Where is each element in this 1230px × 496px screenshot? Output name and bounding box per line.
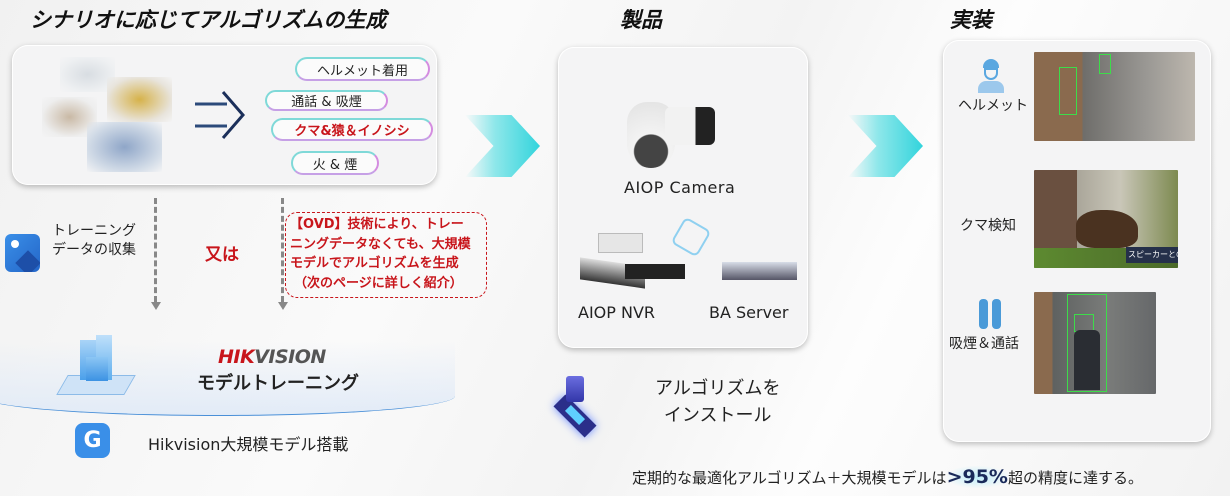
large-model-label: Hikvision大規模モデル搭載 [148,435,349,454]
helmet-detection-photo [1034,52,1195,141]
accuracy-suffix: 超の精度に達する。 [1007,469,1143,487]
large-model-icon: G [75,423,110,458]
server-image [722,262,797,280]
smoking-calling-icon [977,295,1003,331]
deploy-label-helmet: ヘルメット [958,98,1028,114]
ovd-line: ニングデータなくても、大規模 [290,236,471,252]
detection-box [1067,294,1107,392]
scenario-photos [42,57,177,175]
helmet-worker-icon [976,59,1006,93]
tag-call-smoke: 通話 & 吸煙 [265,90,388,111]
dashed-connector [154,198,157,302]
bear-image [1076,210,1138,248]
ovd-line: 【OVD】技術により、トレー [290,217,464,232]
logo-hik: HIK [218,346,255,368]
dashed-connector [281,198,284,302]
hikvision-logo: HIKVISION [218,346,326,368]
tag-helmet: ヘルメット着用 [295,57,430,81]
chevron-right-icon [848,115,923,177]
training-data-label-line: データの収集 [52,242,136,258]
detection-box [1059,67,1077,115]
install-label-line: アルゴリズムを [655,378,781,399]
products-title: 製品 [620,8,662,32]
arrow-down-icon [278,302,288,310]
training-band [0,310,455,416]
accuracy-prefix: 定期的な最適化アルゴリズム＋大規模モデルは [632,469,947,487]
camera-label: AIOP Camera [624,178,736,197]
chip-install-icon [548,372,603,438]
nvr-image [625,264,685,279]
bear-detection-photo: スピーカーとの [1034,170,1178,268]
arrow-down-icon [151,302,161,310]
logo-vision: VISION [254,346,326,368]
training-data-label: トレーニング データの収集 [52,222,136,260]
or-label: 又は [205,245,239,265]
tag-animals: クマ&猿＆イノシシ [271,118,433,141]
install-label: アルゴリズムを インストール [655,375,780,429]
photo-overlay-text: スピーカーとの [1126,247,1178,263]
ovd-note: 【OVD】技術により、トレー ニングデータなくても、大規模 モデルでアルゴリズム… [285,212,487,298]
scenario-title: シナリオに応じてアルゴリズムの生成 [30,8,387,32]
install-label-line: インストール [663,405,772,426]
bullet-camera-image [665,107,715,145]
nvr-label: AIOP NVR [578,303,656,322]
tag-fire-smoke: 火 & 煙 [291,151,379,175]
server-label: BA Server [709,303,789,322]
ovd-line: モデルでアルゴリズムを生成 [290,256,459,271]
deploy-label-bear: クマ検知 [960,218,1016,234]
training-data-label-line: トレーニング [52,223,136,239]
image-collection-icon [5,234,40,272]
accuracy-value: >95% [946,466,1008,488]
deploy-label-smoke-call: 吸煙＆通話 [949,336,1019,352]
accuracy-statement: 定期的な最適化アルゴリズム＋大規模モデルは>95%超の精度に達する。 [632,466,1143,488]
right-arrow-icon [195,91,245,139]
smoking-detection-photo [1034,292,1156,394]
ovd-line: （次のページに詳しく紹介） [294,275,463,291]
model-building-icon [56,335,136,400]
deploy-title: 実装 [950,8,992,32]
model-training-label: モデルトレーニング [197,373,359,394]
nvr-image [598,233,643,253]
detection-box [1099,54,1111,74]
products-panel [558,47,808,348]
chevron-right-icon [465,115,540,177]
